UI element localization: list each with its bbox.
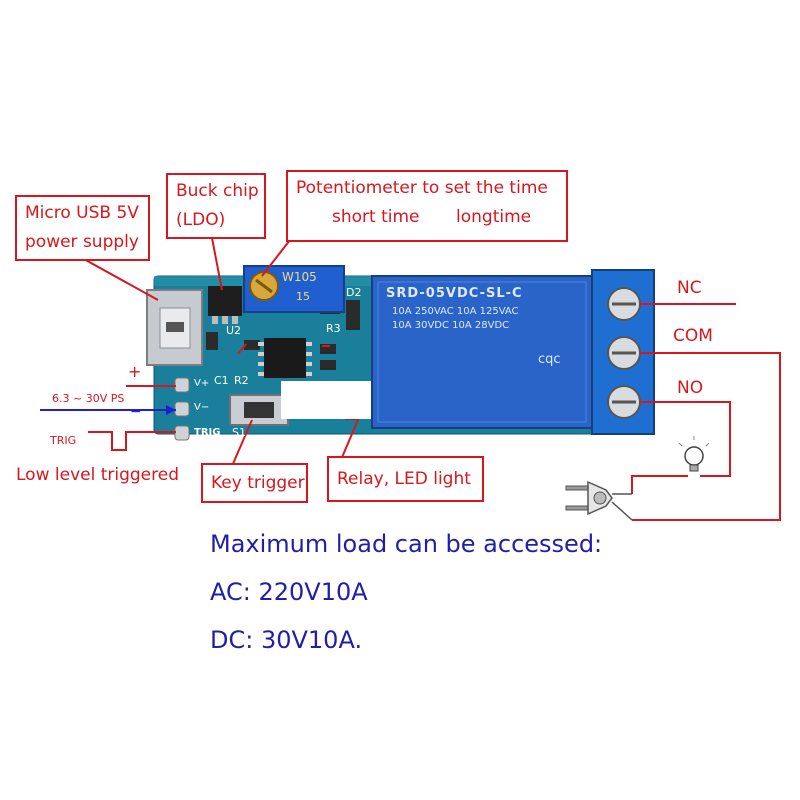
screw-terminals [607,287,641,419]
silk-c1: C1 [214,374,229,387]
input-voltage-label: 6.3 ~ 30V PS [52,392,125,405]
silk-u2: U2 [226,324,242,337]
callout-key-trigger-label: Key trigger [211,473,305,493]
timer-chip [264,338,306,378]
callout-buck-chip-line1: Buck chip [176,181,259,201]
relay-label-rating-1: 10A 250VAC 10A 125VAC [392,306,519,317]
callout-micro-usb-line2: power supply [25,232,139,252]
callout-potentiometer-long: longtime [456,207,532,227]
callout-relay-led-label: Relay, LED light [337,469,471,489]
power-plug-icon [565,480,633,521]
spec-title: Maximum load can be accessed: [210,530,603,558]
callout-buck-chip-line2: (LDO) [176,210,226,230]
terminal-label-nc: NC [677,278,702,298]
relay-label-rating-2: 10A 30VDC 10A 28VDC [392,320,510,331]
header-pins [174,377,190,441]
callout-key-trigger: Key trigger [201,463,308,503]
callout-relay-led: Relay, LED light [327,456,484,502]
silk-r3: R3 [326,322,341,335]
input-plus-label: + [128,362,142,381]
buck-chip [208,286,242,316]
callout-buck-chip: Buck chip (LDO) [166,173,266,239]
relay [371,275,593,429]
pin-label-vplus: V+ [194,378,210,389]
terminal-label-no: NO [677,378,704,398]
pin-label-vminus: V− [194,402,210,413]
callout-leaders [81,237,359,467]
callout-potentiometer-short: short time [332,207,420,227]
callout-micro-usb-line1: Micro USB 5V [25,203,139,223]
pot-marking-1: W105 [282,270,317,284]
pot-marking-2: 15 [296,290,310,303]
input-trig-label: TRIG [50,434,77,447]
callout-micro-usb: Micro USB 5V power supply [15,195,150,261]
callout-potentiometer-title: Potentiometer to set the time [296,178,548,198]
pin-label-trig: TRIG [194,427,221,438]
low-level-triggered-label: Low level triggered [16,465,179,485]
spec-ac: AC: 220V10A [210,578,368,606]
terminal-label-com: COM [673,326,713,346]
relay-label-model: SRD-05VDC-SL-C [386,286,523,301]
input-minus-label: − [130,404,142,420]
silk-r2: R2 [234,374,249,387]
spec-dc: DC: 30V10A. [210,626,363,654]
silk-s1: S1 [232,426,246,439]
relay-brand: cqc [538,352,561,367]
silk-d2: D2 [346,286,362,299]
callout-potentiometer: Potentiometer to set the time short time… [286,170,568,242]
light-bulb-icon [678,436,710,472]
output-wiring [631,303,781,521]
input-wires [40,385,176,451]
